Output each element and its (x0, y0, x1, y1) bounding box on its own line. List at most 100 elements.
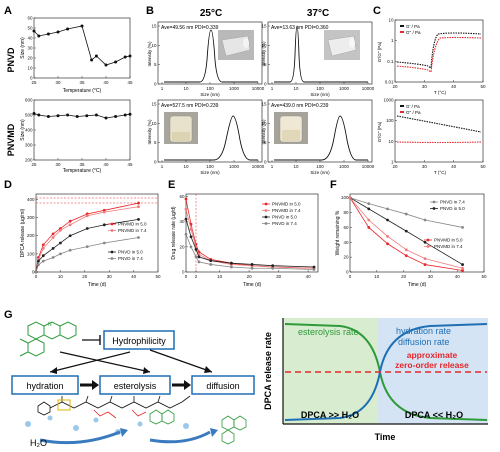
c-top-ytick-label: 10 (388, 18, 394, 23)
a-bottom-series-point (114, 115, 118, 118)
a-top-series-point (94, 54, 98, 58)
e-series (184, 197, 316, 271)
g-blue-arrow-left (39, 430, 121, 445)
b4-xlabel: Size (nm) (310, 170, 330, 175)
b4-xtick-label: 100 (316, 164, 324, 169)
approx-label-2: zero-order release (395, 360, 469, 370)
d-xtick-label: 20 (82, 274, 88, 279)
hydrophilicity-label: Hydrophilicity (112, 336, 166, 346)
b4-ytick-label: 15 (261, 102, 267, 107)
a-bottom-xtick-label: 45 (127, 162, 133, 167)
b1-vial-photo (218, 30, 254, 60)
polymer-chain-icon (37, 395, 191, 416)
b3-xtick-label: 1 (161, 164, 164, 169)
c-top-ytick-label: 0.1 (387, 59, 394, 64)
b4-annotation: Ave=439.0 nm PDI=0.239 (271, 103, 329, 109)
d-series-4-point (85, 245, 89, 249)
b4-xtick-label: 1000 (339, 164, 350, 169)
a-top-xtick-label: 25 (31, 80, 37, 85)
a-bottom-ytick-label: 200 (25, 158, 33, 163)
a-top-series-point (46, 32, 50, 36)
f-xtick-label: 10 (374, 274, 380, 279)
ester-group-red (93, 409, 147, 419)
e-series-3-point (271, 264, 275, 268)
panel-label-a: A (4, 5, 12, 17)
e-xtick-label: 30 (276, 274, 282, 279)
f-top-legend-marker (432, 207, 436, 210)
d-series-1-point (137, 201, 140, 205)
a-bottom-frame (33, 99, 131, 161)
f-ytick-label: 20 (343, 255, 349, 260)
f-series-3-point (386, 242, 389, 246)
c-top-xtick-label: 20 (392, 84, 398, 89)
c-bottom-xtick-label: 20 (392, 164, 398, 169)
d-xtick-label: 30 (107, 274, 113, 279)
e-series-3-point (194, 247, 198, 251)
panel-label-c: C (373, 5, 381, 17)
d-red-legend-label: PNVMD in 7.4 (118, 228, 147, 233)
a-bottom-series-point (56, 114, 60, 118)
a-bottom-series-point (128, 112, 132, 116)
a-top-ytick-label: 60 (27, 16, 33, 21)
a-top-series-point (32, 29, 36, 33)
d-series-3-point (137, 217, 140, 221)
c-bottom-g1-curve (396, 115, 482, 133)
b2-ytick-label: 0 (264, 82, 267, 87)
e-xtick-label: 10 (217, 274, 223, 279)
a-top-ylabel: Size (nm) (20, 37, 26, 59)
b2-dls-curve (274, 25, 368, 83)
pendant-dpca-icon (149, 409, 175, 425)
d-series-3-point (68, 234, 72, 238)
c-bottom-legend-g1-swatch (400, 105, 404, 107)
b1-xtick-label: 10000 (252, 86, 265, 91)
f-series-2-point (367, 207, 371, 211)
b4-ylabel: Intensity (%) (261, 119, 266, 145)
d-series-4-point (41, 259, 45, 263)
hydrophilicity-box (103, 330, 175, 350)
f-series-1-point (404, 212, 408, 216)
d-xlabel: Time (d) (88, 282, 107, 288)
a-bottom-series (32, 112, 132, 120)
d-series-4-point (137, 236, 140, 239)
a-bottom-series-point (75, 115, 79, 118)
b4-ytick-label: 10 (261, 121, 267, 126)
a-bottom-series-point (123, 113, 127, 117)
f-series-1-point (461, 226, 464, 229)
b3-xlabel: Size (nm) (200, 170, 220, 175)
d-frame (35, 193, 159, 273)
a-top-series-line (33, 25, 131, 66)
b4-ytick-label: 5 (264, 140, 267, 145)
d-series-3-point (102, 223, 106, 227)
e-legend-marker (264, 209, 268, 212)
a-bottom-ytick-label: 300 (25, 143, 33, 148)
b3-xtick-label: 10 (183, 164, 189, 169)
d-series-1-point (68, 219, 72, 223)
f-bottom-legend-label: PNVMD in 7.4 (434, 244, 463, 249)
d-xtick-label: 40 (131, 274, 137, 279)
a-top-ytick-label: 20 (27, 56, 33, 61)
d-series-3-point (59, 241, 62, 245)
a-bottom-xtick-label: 25 (31, 162, 37, 167)
dpca-molecule-icon (19, 321, 77, 357)
b2-ytick-label: 15 (261, 24, 267, 29)
f-series-4-point (461, 266, 464, 270)
f-bottom-legend-marker (426, 238, 430, 242)
a-top-series-point (66, 27, 70, 31)
a-top-series-point (104, 63, 108, 67)
b3-vial-photo (164, 112, 198, 144)
b3-dls-curve (164, 115, 258, 161)
dpca-lt-h2o-label: DPCA << H₂O (405, 410, 463, 420)
e-legend-label: PNVD in 7.4 (272, 221, 297, 226)
f-xlabel: Time (d) (408, 282, 427, 288)
d-series-2-point (41, 247, 45, 250)
c-top-legend-g1-swatch (400, 25, 404, 27)
d-black-legend-marker (110, 257, 114, 260)
e-series-3-point (250, 263, 254, 266)
a-bottom-series-point (66, 113, 70, 117)
b3-ytick-label: 0 (154, 160, 157, 165)
d-series-3-point (51, 247, 55, 250)
approx-label-1: approximate (407, 350, 458, 360)
